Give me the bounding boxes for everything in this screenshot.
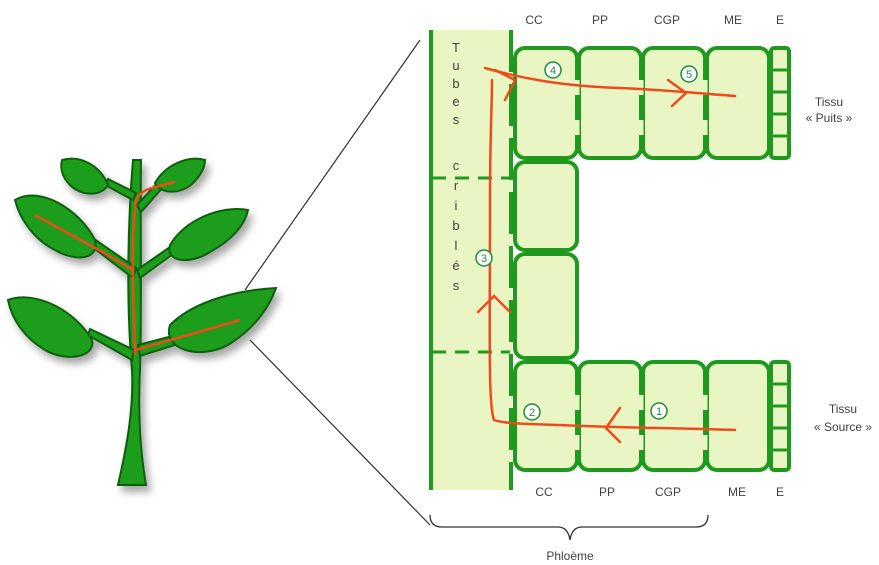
step-5-marker: 5: [680, 65, 698, 83]
sieve-letter: r: [454, 178, 459, 193]
step-4-marker: 4: [544, 61, 562, 79]
source-cell-row: [513, 360, 791, 472]
sieve-tube-label: T u b e s c r i b l é s: [452, 40, 460, 293]
sieve-letter: é: [452, 258, 459, 273]
column-label-cgp-top: CGP: [654, 13, 680, 27]
phloem-brace: [429, 514, 709, 541]
source-tissue-line1: Tissu: [829, 402, 857, 416]
column-label-me-top: ME: [724, 13, 742, 27]
column-label-cc-bottom: CC: [535, 485, 553, 499]
sieve-letter: s: [453, 278, 460, 293]
sieve-letter: e: [452, 94, 459, 109]
sieve-letter: s: [453, 112, 460, 127]
column-label-me-bottom: ME: [728, 485, 746, 499]
column-label-cc-top: CC: [525, 13, 543, 27]
column-label-e-bottom: E: [776, 485, 784, 499]
step-3-marker: 3: [475, 249, 493, 267]
sieve-letter: T: [452, 40, 460, 55]
middle-cell-column: [513, 160, 579, 360]
sieve-letter: i: [455, 198, 458, 213]
column-label-pp-top: PP: [592, 13, 608, 27]
svg-text:1: 1: [656, 406, 662, 418]
column-label-cgp-bottom: CGP: [655, 485, 681, 499]
sieve-letter: c: [453, 158, 460, 173]
source-tissue-label: Tissu « Source »: [814, 402, 872, 434]
sieve-letter: b: [452, 218, 459, 233]
svg-text:5: 5: [686, 69, 692, 81]
step-2-marker: 2: [523, 403, 541, 421]
flow-arrow-path: [476, 66, 737, 444]
sieve-letter: u: [452, 58, 459, 73]
sink-tissue-line1: Tissu: [815, 95, 843, 109]
top-column-labels: CC PP CGP ME E: [525, 13, 784, 27]
sieve-tube: [429, 30, 513, 490]
sink-tissue-line2: « Puits »: [806, 111, 853, 125]
column-label-e-top: E: [776, 13, 784, 27]
sieve-letter: b: [452, 76, 459, 91]
svg-text:4: 4: [550, 65, 556, 77]
svg-text:3: 3: [481, 253, 487, 265]
step-1-marker: 1: [650, 402, 668, 420]
sieve-letter: l: [455, 238, 458, 253]
plant-icon: [6, 157, 278, 486]
step-markers: 1 2 3 4 5: [475, 61, 698, 421]
bottom-column-labels: CC PP CGP ME E: [535, 485, 784, 499]
column-label-pp-bottom: PP: [599, 485, 615, 499]
svg-text:2: 2: [529, 407, 535, 419]
zoom-lines: [244, 39, 431, 526]
sink-tissue-label: Tissu « Puits »: [806, 95, 853, 125]
source-tissue-line2: « Source »: [814, 420, 872, 434]
phloem-label: Phloème: [546, 549, 594, 563]
